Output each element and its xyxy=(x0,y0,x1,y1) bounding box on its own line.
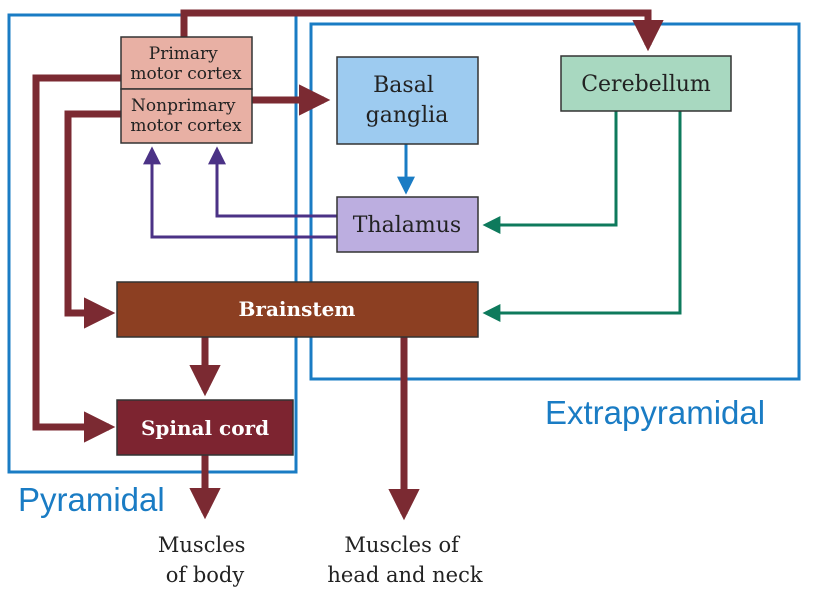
nonprimary-motor-cortex-label: Nonprimary motor cortex xyxy=(130,96,242,136)
nonprimary-motor-cortex-label-line-1: Nonprimary xyxy=(131,96,236,116)
muscles-of-head-and-neck-label-line-1: Muscles of xyxy=(344,533,461,557)
basal-ganglia-label-line-1: Basal xyxy=(373,73,434,98)
primary-motor-cortex-label-line-1: Primary xyxy=(149,44,218,64)
arrow-cortex-to-cerebellum xyxy=(180,9,664,52)
brainstem-label-line-1: Brainstem xyxy=(239,297,356,321)
arrow-primary-cortex-to-spinal-cord xyxy=(32,74,121,443)
pyramidal-region-label: Pyramidal xyxy=(18,481,165,518)
spinal-cord-label: Spinal cord xyxy=(141,416,269,440)
arrow-cerebellum-to-brainstem xyxy=(482,111,682,322)
arrow-thalamus-to-primary-cortex xyxy=(143,146,337,239)
nonprimary-motor-cortex-box xyxy=(120,88,253,144)
muscles-of-body-label-line-2: of body xyxy=(166,563,245,587)
thalamus-box xyxy=(336,196,479,253)
basal-ganglia-label: Basal ganglia xyxy=(366,73,449,128)
muscles-of-body-label-line-1: Muscles xyxy=(158,533,246,557)
muscles-of-head-and-neck-label: Muscles of head and neck xyxy=(327,533,482,587)
spinal-cord-box xyxy=(116,399,294,456)
muscles-of-head-and-neck-label-line-2: head and neck xyxy=(327,563,482,587)
thalamus-label-line-1: Thalamus xyxy=(353,213,461,238)
arrow-cerebellum-to-thalamus xyxy=(482,111,618,234)
extrapyramidal-region-label: Extrapyramidal xyxy=(545,394,765,431)
cerebellum-label: Cerebellum xyxy=(581,72,711,97)
pyramidal-region-outline xyxy=(7,13,298,474)
primary-motor-cortex-label: Primary motor cortex xyxy=(130,44,242,84)
cerebellum-label-line-1: Cerebellum xyxy=(581,72,711,97)
spinal-cord-label-line-1: Spinal cord xyxy=(141,416,269,440)
brainstem-label: Brainstem xyxy=(239,297,356,321)
primary-motor-cortex-box xyxy=(120,36,253,90)
extrapyramidal-region-outline xyxy=(309,22,801,381)
basal-ganglia-label-line-2: ganglia xyxy=(366,103,449,128)
primary-motor-cortex-label-line-2: motor cortex xyxy=(130,64,242,84)
nonprimary-motor-cortex-label-line-2: motor cortex xyxy=(130,116,242,136)
muscles-of-body-label: Muscles of body xyxy=(158,533,252,587)
thalamus-label: Thalamus xyxy=(353,213,461,238)
basal-ganglia-box xyxy=(336,56,479,145)
cerebellum-box xyxy=(560,55,732,112)
brainstem-box xyxy=(116,281,479,338)
arrow-thalamus-to-nonprimary-cortex xyxy=(208,146,337,218)
arrow-nonprimary-cortex-to-brainstem xyxy=(64,110,121,329)
